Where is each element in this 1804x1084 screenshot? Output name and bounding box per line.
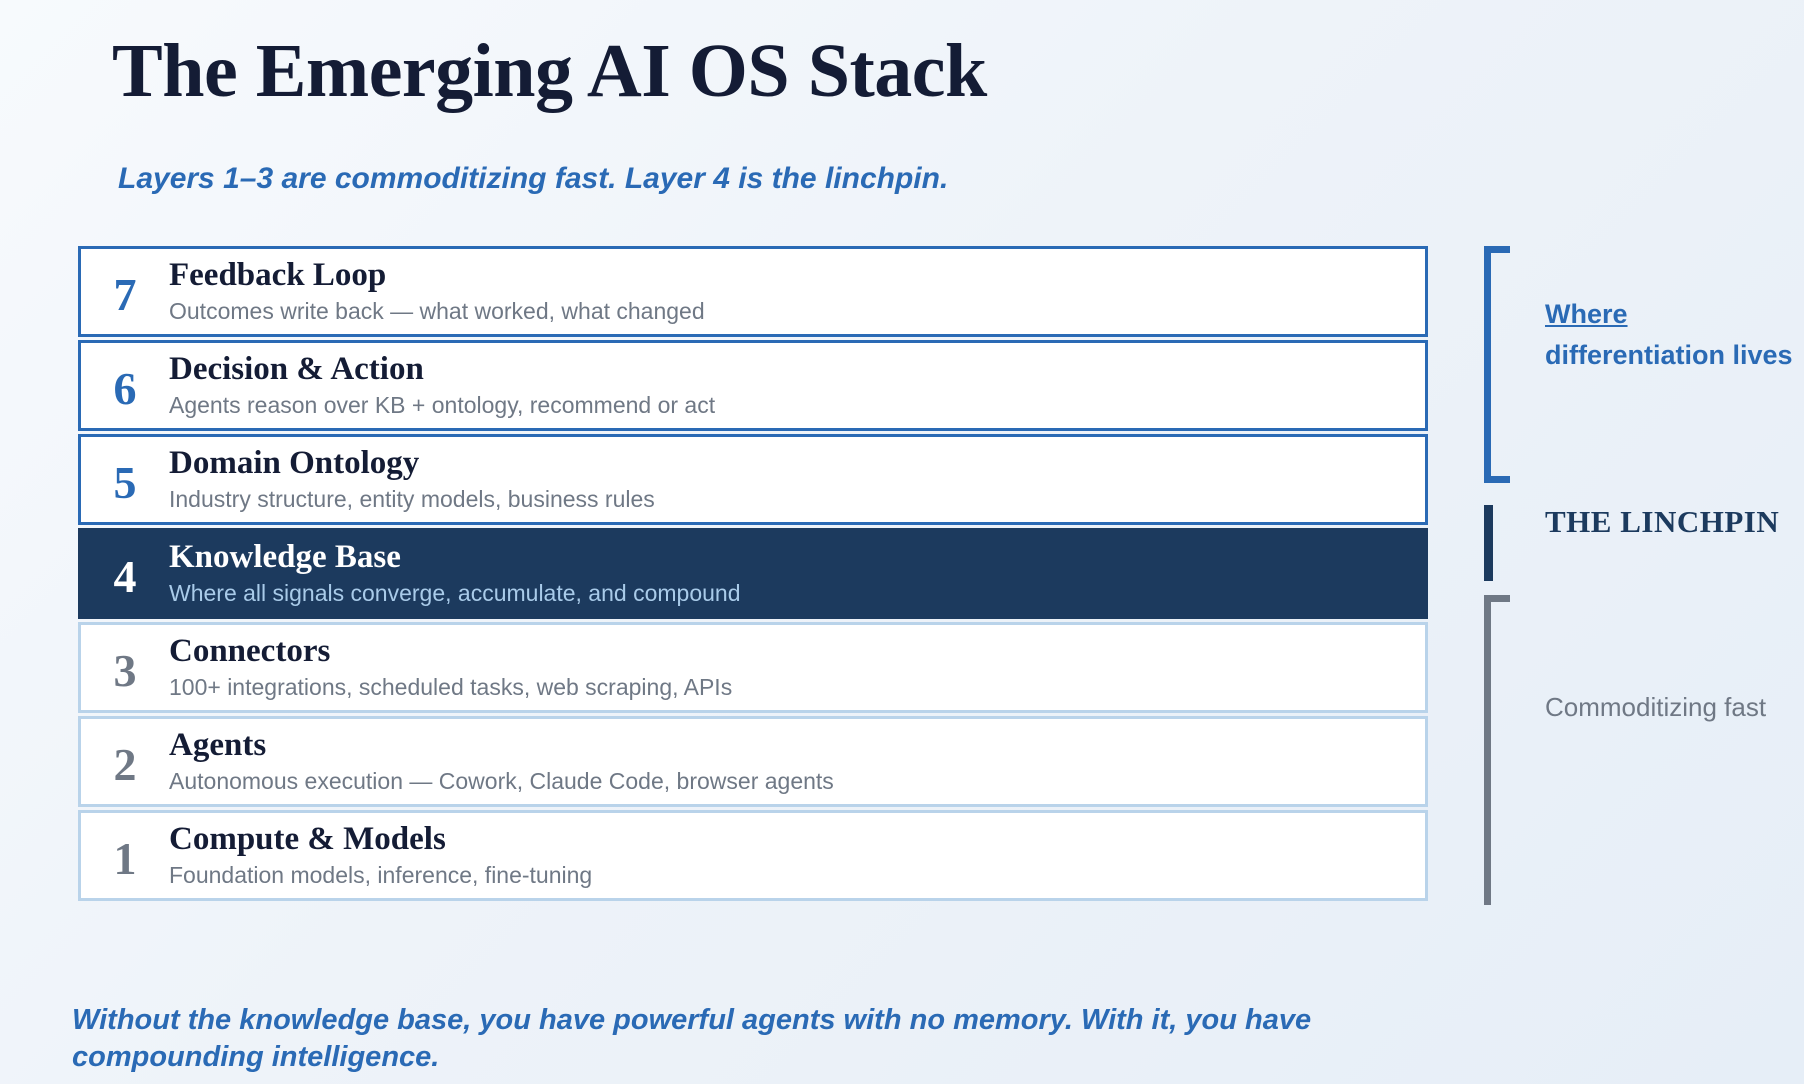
layer-text-6: Decision & Action Agents reason over KB … xyxy=(169,351,1425,420)
layer-number-4: 4 xyxy=(113,550,137,602)
linchpin-label: THE LINCHPIN xyxy=(1545,504,1780,539)
layer-text-2: Agents Autonomous execution — Cowork, Cl… xyxy=(169,727,1425,796)
layer-title-4: Knowledge Base xyxy=(169,539,401,576)
layer-description-1: Foundation models, inference, fine-tunin… xyxy=(169,862,593,889)
differentiation-bracket xyxy=(1484,246,1510,483)
layer-number-1: 1 xyxy=(113,832,137,884)
layer-text-4: Knowledge Base Where all signals converg… xyxy=(169,539,1425,608)
layer-title-5: Domain Ontology xyxy=(169,445,420,482)
layer-number-7: 7 xyxy=(113,268,137,320)
layer-text-5: Domain Ontology Industry structure, enti… xyxy=(169,445,1425,514)
layer-stack: 7 Feedback Loop Outcomes write back — wh… xyxy=(78,246,1428,904)
layer-row-1[interactable]: 1 Compute & Models Foundation models, in… xyxy=(78,810,1428,901)
commoditizing-bracket xyxy=(1484,595,1510,905)
layer-number-3: 3 xyxy=(113,644,137,696)
page-title: The Emerging AI OS Stack xyxy=(112,29,987,113)
layer-row-4[interactable]: 4 Knowledge Base Where all signals conve… xyxy=(78,528,1428,619)
layer-description-5: Industry structure, entity models, busin… xyxy=(169,486,655,513)
footer-note: Without the knowledge base, you have pow… xyxy=(72,1004,1312,1074)
layer-text-1: Compute & Models Foundation models, infe… xyxy=(169,821,1425,890)
layer-title-7: Feedback Loop xyxy=(169,257,387,294)
differentiation-rest: differentiation lives xyxy=(1545,340,1793,371)
layer-text-7: Feedback Loop Outcomes write back — what… xyxy=(169,257,1425,326)
layer-row-3[interactable]: 3 Connectors 100+ integrations, schedule… xyxy=(78,622,1428,713)
layer-description-2: Autonomous execution — Cowork, Claude Co… xyxy=(169,768,834,795)
differentiation-label: Where differentiation lives xyxy=(1545,294,1795,376)
differentiation-first-word: Where xyxy=(1545,299,1628,329)
layer-row-6[interactable]: 6 Decision & Action Agents reason over K… xyxy=(78,340,1428,431)
layer-description-6: Agents reason over KB + ontology, recomm… xyxy=(169,392,716,419)
layer-description-3: 100+ integrations, scheduled tasks, web … xyxy=(169,674,733,701)
annotation-column: Where differentiation lives THE LINCHPIN… xyxy=(1484,246,1804,906)
layer-description-7: Outcomes write back — what worked, what … xyxy=(169,298,705,325)
layer-number-2: 2 xyxy=(113,738,137,790)
layer-title-2: Agents xyxy=(169,727,267,764)
layer-row-7[interactable]: 7 Feedback Loop Outcomes write back — wh… xyxy=(78,246,1428,337)
layer-row-2[interactable]: 2 Agents Autonomous execution — Cowork, … xyxy=(78,716,1428,807)
layer-title-1: Compute & Models xyxy=(169,821,446,858)
layer-title-6: Decision & Action xyxy=(169,351,424,388)
layer-description-4: Where all signals converge, accumulate, … xyxy=(169,580,741,607)
commoditizing-label: Commoditizing fast xyxy=(1545,692,1767,722)
layer-number-6: 6 xyxy=(113,362,137,414)
layer-number-5: 5 xyxy=(113,456,137,508)
layer-title-3: Connectors xyxy=(169,633,331,670)
linchpin-bar xyxy=(1484,505,1493,581)
layer-text-3: Connectors 100+ integrations, scheduled … xyxy=(169,633,1425,702)
layer-row-5[interactable]: 5 Domain Ontology Industry structure, en… xyxy=(78,434,1428,525)
page-subtitle: Layers 1–3 are commoditizing fast. Layer… xyxy=(118,162,949,195)
